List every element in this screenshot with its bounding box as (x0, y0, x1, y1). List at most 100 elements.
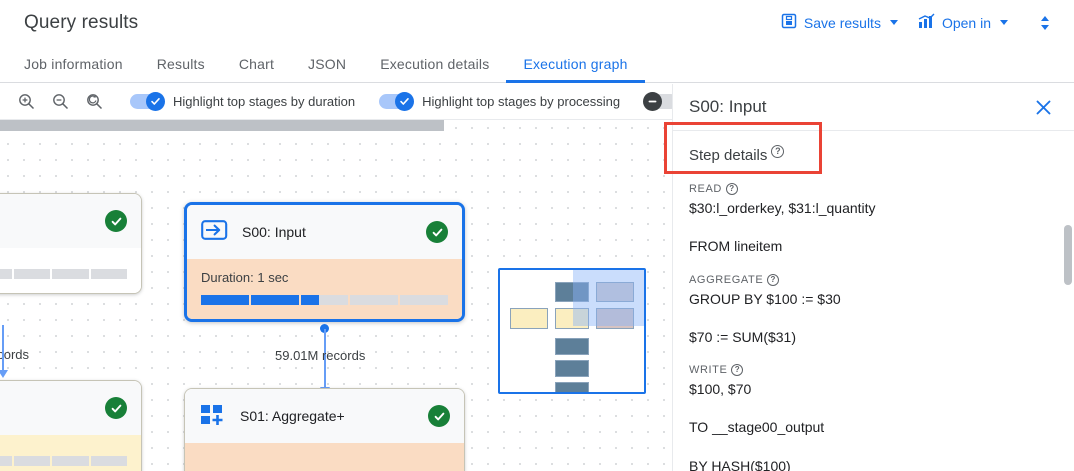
node-body (0, 248, 141, 293)
panel-header: S00: Input (673, 84, 1074, 131)
toggle-label-processing: Highlight top stages by processing (422, 94, 621, 109)
graph-node-partial-bottom[interactable] (0, 380, 142, 471)
step-details-panel: S00: Input Step details ? READ ? $30:l_o… (672, 84, 1074, 471)
minimap-tile (596, 282, 634, 302)
bar-segment (13, 456, 51, 466)
node-header (0, 381, 141, 435)
node-duration-label: Duration: 1 sec (201, 270, 289, 285)
bar-segment (52, 269, 89, 279)
tab-json[interactable]: JSON (308, 55, 347, 72)
toggle-knob (395, 92, 415, 111)
bar-chart-icon (918, 13, 935, 32)
node-header: S00: Input (187, 205, 462, 259)
toggle-third[interactable] (643, 92, 672, 111)
node-body (185, 443, 464, 471)
bar-segment (52, 456, 89, 466)
tab-job-information[interactable]: Job information (24, 55, 123, 72)
tab-execution-details[interactable]: Execution details (380, 55, 490, 72)
keyword-label: READ (689, 183, 722, 195)
bar-segment (201, 295, 249, 305)
bar-segment (350, 295, 399, 305)
tab-results[interactable]: Results (156, 55, 205, 72)
zoom-controls (0, 90, 106, 114)
toggle-label-duration: Highlight top stages by duration (173, 94, 356, 109)
toggle-switch-duration[interactable] (130, 92, 165, 111)
title-bar-actions: Save results Open in (771, 6, 1074, 39)
toggle-highlight-duration[interactable]: Highlight top stages by duration (130, 92, 356, 111)
bar-segment (250, 295, 299, 305)
chevron-down-icon (889, 20, 898, 25)
close-icon[interactable] (1030, 94, 1056, 120)
step-details-label: Step details (689, 147, 768, 164)
edge-line-s00-s01 (323, 329, 326, 390)
node-header (0, 194, 141, 248)
help-icon[interactable]: ? (731, 364, 744, 377)
graph-node-s00-input[interactable]: S00: Input Duration: 1 sec (184, 202, 465, 322)
tab-execution-graph[interactable]: Execution graph (506, 45, 645, 83)
help-icon[interactable]: ? (725, 183, 738, 195)
zoom-reset-icon[interactable] (82, 90, 106, 114)
block-line: GROUP BY $100 := $30 (689, 290, 841, 307)
block-keyword-write: WRITE ? (689, 364, 1058, 377)
tab-chart[interactable]: Chart (238, 55, 275, 72)
block-line: $100, $70 (689, 381, 752, 398)
bar-segment (0, 456, 12, 466)
graph-node-s01-aggregate[interactable]: S01: Aggregate+ (184, 388, 465, 471)
block-line: $70 := SUM($31) (689, 328, 796, 345)
page-title: Query results (24, 11, 139, 33)
bar-segment (400, 295, 448, 305)
horizontal-scrollbar[interactable] (0, 120, 444, 131)
minimap-tile (555, 360, 589, 377)
graph-node-partial-top[interactable] (0, 193, 142, 294)
keyword-label: WRITE (689, 364, 728, 377)
minimap-tile (510, 308, 548, 329)
minimap-tile (555, 382, 589, 392)
node-body: Duration: 1 sec (187, 259, 462, 319)
block-keyword-aggregate: AGGREGATE ? (689, 273, 1058, 286)
toggle-knob (146, 92, 165, 111)
bar-segment (300, 295, 349, 305)
status-success-icon (105, 397, 127, 419)
toggle-highlight-processing[interactable]: Highlight top stages by processing (379, 92, 621, 111)
node-title: S00: Input (242, 224, 306, 240)
expand-collapse-icon[interactable] (1030, 8, 1060, 38)
execution-graph-canvas[interactable]: ecords (0, 120, 672, 471)
status-success-icon (426, 221, 448, 243)
toggle-switch-third[interactable] (643, 92, 672, 111)
edge-source-dot (320, 324, 329, 333)
status-success-icon (428, 405, 450, 427)
zoom-out-icon[interactable] (48, 90, 72, 114)
chevron-down-icon (1000, 20, 1008, 25)
edge-line-partial (2, 325, 4, 371)
bar-segment (90, 456, 128, 466)
block-line: BY HASH($100) (689, 457, 791, 471)
title-bar: Query results Save results (0, 0, 1074, 45)
node-progress-bar (201, 295, 448, 305)
open-in-label: Open in (941, 14, 991, 31)
aggregate-plus-icon (199, 402, 226, 431)
minimap-tile (555, 338, 589, 355)
node-progress-bar (0, 269, 128, 279)
edge-label-records: 59.01M records (275, 348, 366, 363)
help-icon[interactable]: ? (767, 273, 780, 286)
minimap-tile (555, 308, 589, 329)
bar-segment (90, 269, 128, 279)
node-body (0, 435, 141, 471)
block-keyword-read: READ ? (689, 183, 1058, 195)
save-results-button[interactable]: Save results (771, 6, 908, 39)
panel-body: Step details ? READ ? $30:l_orderkey, $3… (673, 131, 1074, 471)
execution-graph-minimap[interactable] (498, 268, 646, 394)
bar-segment (0, 269, 12, 279)
save-results-label: Save results (803, 14, 881, 31)
zoom-in-icon[interactable] (14, 90, 38, 114)
toggle-switch-processing[interactable] (379, 92, 415, 111)
input-arrow-icon (201, 218, 228, 247)
step-details-heading: Step details ? (689, 131, 1058, 174)
edge-label-partial: ecords (0, 347, 30, 362)
panel-vertical-scrollbar[interactable] (1064, 225, 1072, 285)
node-title: S01: Aggregate+ (240, 408, 345, 424)
help-icon[interactable]: ? (771, 145, 785, 158)
keyword-label: AGGREGATE (689, 273, 764, 286)
open-in-button[interactable]: Open in (908, 6, 1018, 39)
